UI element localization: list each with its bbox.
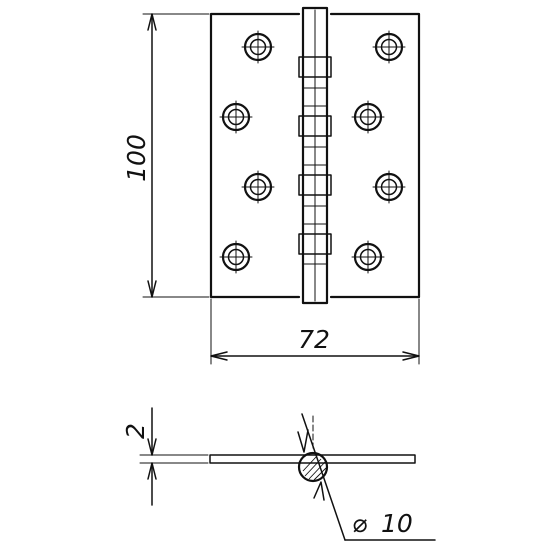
screw-hole	[351, 100, 385, 134]
screw-hole	[241, 170, 275, 204]
thickness-dimension: 2	[121, 407, 209, 506]
width-dimension-label: 72	[298, 325, 330, 354]
arrow-head	[210, 351, 228, 361]
arrow-head	[147, 13, 157, 31]
arrow-head	[402, 351, 420, 361]
hinge-knuckle	[298, 6, 332, 305]
arrow-head	[147, 462, 157, 480]
height-dimension-label: 100	[122, 134, 151, 182]
screw-hole	[351, 240, 385, 274]
leaf-profile	[209, 454, 416, 464]
arrow-head	[147, 438, 157, 456]
right-leaf-outline	[329, 12, 421, 299]
pin-diameter-dimension: ⌀ 10	[297, 413, 436, 541]
width-dimension: 72	[210, 298, 420, 365]
hinge-front-view	[209, 6, 421, 305]
arrow-head	[297, 429, 309, 453]
screw-holes	[219, 30, 406, 274]
arrow-head	[147, 280, 157, 298]
screw-hole	[372, 170, 406, 204]
pin-diameter-value: 10	[381, 509, 413, 538]
pin-diameter-label: ⌀ 10	[352, 509, 413, 538]
screw-hole	[241, 30, 275, 64]
screw-hole	[219, 240, 253, 274]
hinge-side-view	[209, 415, 416, 483]
pin-profile	[297, 451, 329, 483]
screw-hole	[372, 30, 406, 64]
left-leaf-outline	[209, 12, 301, 299]
screw-hole	[219, 100, 253, 134]
height-dimension: 100	[122, 13, 210, 298]
arrow-head	[313, 481, 325, 501]
thickness-dimension-label: 2	[121, 423, 150, 439]
diameter-symbol: ⌀	[352, 509, 367, 538]
